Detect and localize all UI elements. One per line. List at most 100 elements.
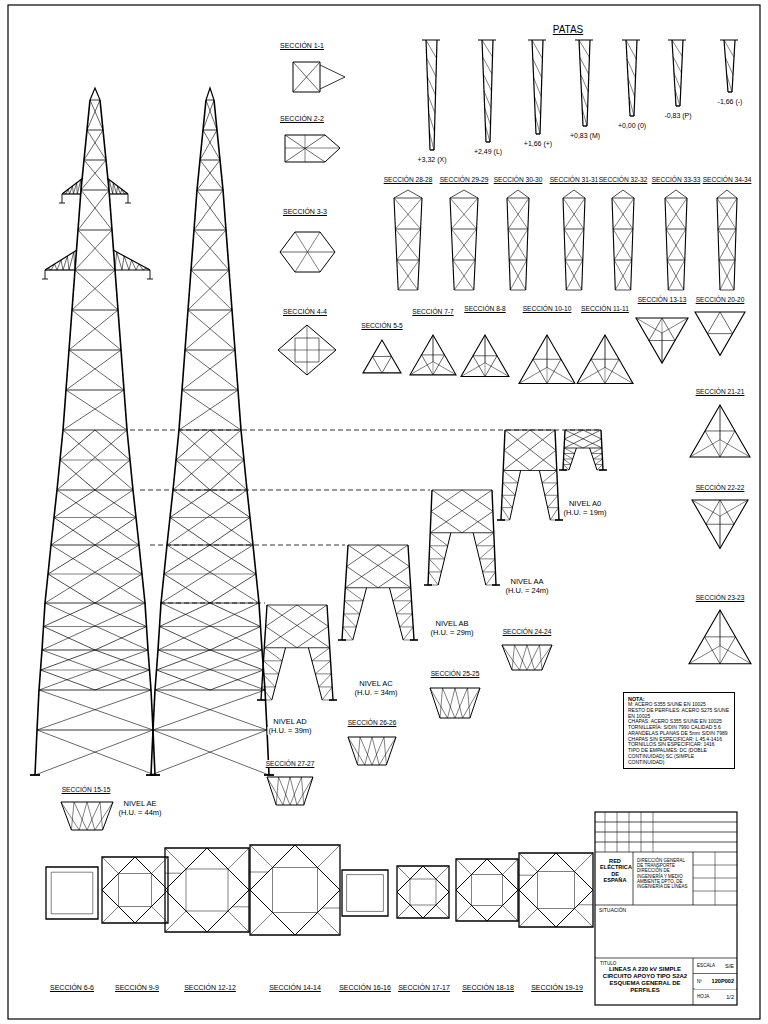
tower-lattice: [72, 270, 115, 310]
tower-lattice: [63, 390, 124, 430]
section-view: [397, 260, 398, 290]
tower-lattice: [72, 310, 118, 311]
tower-lattice: [179, 390, 182, 430]
leg-height: +3,32 (X): [417, 156, 448, 164]
tower-lattice: [223, 190, 226, 230]
section-view: [165, 848, 249, 932]
section-title: SECCIÓN 13-13: [637, 296, 688, 303]
section-view: [631, 260, 632, 290]
tower-lattice: [206, 88, 214, 100]
section-view: [250, 872, 268, 873]
section-view: [276, 777, 278, 805]
cross-arm: [118, 186, 121, 194]
section-view: [395, 229, 419, 260]
section-view: [720, 610, 721, 664]
section-view: [398, 260, 419, 290]
section-view: [502, 645, 552, 670]
title-block-grid: [595, 905, 737, 906]
level-body: [319, 686, 332, 687]
section-view: [718, 229, 719, 260]
section-view: [285, 148, 340, 149]
section-view: [690, 440, 720, 457]
tower-lattice: [66, 350, 69, 390]
section-view: [485, 363, 509, 377]
tower-lattice: [118, 310, 121, 350]
section-title: SECCIÓN 4-4: [282, 308, 328, 316]
section-view: [662, 318, 688, 333]
level-body: [344, 600, 363, 601]
section-view: [615, 260, 632, 290]
section-view: [384, 737, 386, 765]
tower-lattice: [84, 130, 103, 160]
section-view: [453, 260, 474, 290]
level-body: [429, 571, 442, 572]
section-view: [250, 845, 340, 935]
level-body: [403, 627, 413, 640]
level-body: [492, 584, 500, 586]
level-body: [479, 546, 494, 559]
title-block-grid: [641, 812, 642, 852]
section-view: [508, 229, 509, 260]
section-view: [519, 853, 538, 872]
section-view: [667, 260, 668, 290]
level-body: [315, 661, 330, 674]
title-block-grid: [633, 852, 634, 905]
section-view: [267, 777, 283, 805]
cross-arm: [62, 178, 83, 194]
tower-lattice: [206, 100, 214, 101]
section-view: [273, 868, 318, 913]
section-view: [578, 904, 593, 905]
leg-extension: [429, 132, 434, 150]
cross-arm: [57, 260, 61, 270]
tower-lattice: [182, 390, 241, 430]
section-title: SECCIÓN 34-34: [702, 176, 753, 183]
section-view: [397, 260, 419, 261]
leg-extension: [627, 59, 636, 78]
tower-lattice: [75, 230, 112, 270]
tower-lattice: [185, 310, 188, 350]
tower-lattice: [197, 160, 200, 190]
tower-lattice: [203, 130, 220, 160]
section-title: SECCIÓN 32-32: [598, 176, 649, 183]
section-view: [394, 198, 395, 229]
tower-lattice: [197, 190, 226, 230]
section-view: [102, 857, 168, 923]
level-body: [344, 601, 359, 614]
section-view: [102, 857, 168, 923]
section-view: [285, 135, 325, 162]
level-label: (H.U. = 44m): [117, 809, 162, 817]
tower-lattice: [164, 574, 256, 575]
tower-lattice: [75, 270, 115, 271]
box-heading: Nº: [697, 979, 702, 984]
leg-extension: [536, 133, 540, 134]
leg-extension: [485, 108, 491, 125]
section-title: SECCIÓN 12-12: [183, 984, 237, 992]
section-title: SECCIÓN 19-19: [530, 984, 584, 992]
section-view: [717, 190, 737, 198]
section-view: [436, 866, 449, 879]
section-view: [419, 229, 420, 260]
level-body: [564, 459, 573, 460]
section-view: [279, 777, 291, 805]
section-view: [485, 335, 486, 377]
section-view: [451, 229, 476, 230]
section-view: [547, 335, 548, 383]
tower-lattice: [115, 270, 118, 310]
section-view: [61, 802, 113, 830]
level-body: [344, 614, 357, 627]
tower-lattice: [48, 545, 142, 603]
cross-arm: [109, 193, 128, 194]
section-view: [519, 875, 534, 876]
leg-extension: [580, 57, 589, 74]
section-view: [448, 688, 456, 718]
level-body: [486, 572, 496, 585]
section-view: [283, 777, 290, 805]
tower-lattice: [185, 350, 238, 390]
section-view: [662, 318, 663, 363]
level-body: [429, 558, 444, 559]
box-text: TIPO DE EMPALMES: DC (DOBLE CONTINUIDAD)…: [628, 748, 730, 765]
section-view: [692, 500, 720, 516]
level-label: (H.U. = 19m): [562, 509, 607, 517]
level-body: [396, 613, 412, 614]
tower-lattice: [106, 160, 109, 190]
